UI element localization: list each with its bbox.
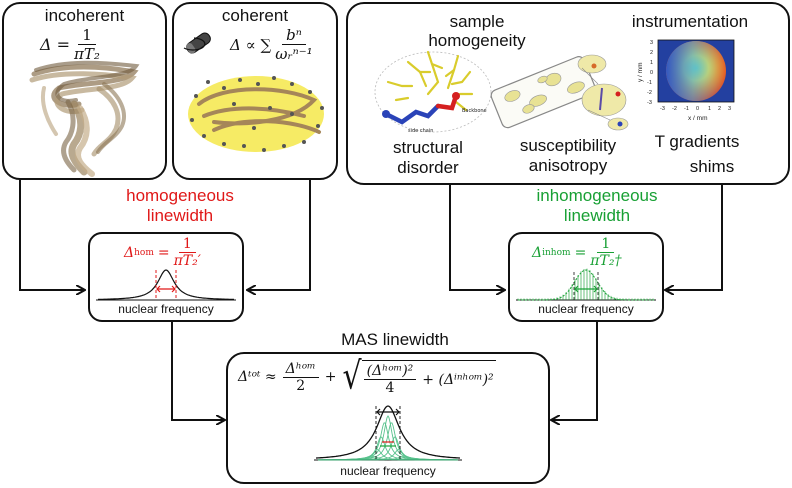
arrow-sample-to-inhom — [449, 185, 504, 290]
map-y-label: y / mm — [637, 63, 644, 83]
shims-label: shims — [689, 157, 735, 176]
mas-title: MAS linewidth — [341, 330, 449, 349]
incoherent-formula-lhs: Δ = — [40, 35, 71, 54]
inhomogeneous-stick-spectrum — [517, 268, 654, 300]
susceptibility-label-1: susceptibility — [519, 136, 617, 155]
mas-component-lines — [318, 415, 458, 461]
mas-sqrt-tail: + (Δⁱⁿʰᵒᵐ)² — [422, 371, 494, 388]
incoherent-panel: incoherent Δ = 1 πT₂ — [2, 2, 167, 180]
mas-tot-lhs: Δᵗᵒᵗ ≈ — [238, 369, 277, 385]
arrow-incoherent-to-hom — [19, 180, 84, 290]
mas-component-curve — [318, 415, 458, 461]
inhom-formula-sup: inhom — [542, 247, 571, 258]
arrow-hom-to-mas — [171, 322, 224, 420]
protein-dipolar-network-image — [188, 76, 324, 152]
inhomogeneous-lineshape-plot — [516, 268, 656, 301]
homogeneous-lorentzian-curve — [97, 269, 235, 300]
coherent-panel: coherent Δ ∝ ∑ bⁿ ωᵣⁿ⁻¹ — [172, 2, 338, 180]
inhomogeneous-label-2: linewidth — [563, 206, 631, 225]
inhom-axis-label: nuclear frequency — [538, 302, 634, 316]
map-tick-x5: 2 — [718, 106, 721, 112]
coherent-formula: Δ ∝ ∑ bⁿ ωᵣⁿ⁻¹ — [230, 26, 313, 63]
hom-formula-sup: hom — [134, 247, 154, 258]
sample-title-2: homogeneity — [428, 31, 526, 50]
mas-formula: Δᵗᵒᵗ ≈ Δʰᵒᵐ 2 + √ (Δʰᵒᵐ)² 4 + (Δⁱⁿʰᵒᵐ)² — [238, 354, 496, 399]
mas-sqrt-num: (Δʰᵒᵐ)² — [363, 363, 417, 380]
map-tick-y4: 1 — [650, 60, 653, 66]
t-gradients-label: T gradients — [654, 132, 740, 151]
coherent-formula-lhs: Δ ∝ ∑ — [230, 35, 272, 54]
mas-frac-num: Δʰᵒᵐ — [282, 361, 319, 378]
backbone-label: Backbone — [462, 108, 487, 114]
mas-sqrt-den: 4 — [385, 380, 395, 396]
field-map-image: y / mm x / mm -3 -2 -1 0 1 2 3 3 2 1 0 -… — [637, 39, 735, 122]
susceptibility-anisotropy-image — [490, 54, 629, 131]
sample-title-1: sample — [449, 12, 505, 31]
incoherent-formula-den: πT₂ — [74, 45, 100, 63]
arrow-instr-to-inhom — [666, 185, 723, 290]
mas-component-curve — [318, 422, 458, 461]
homogeneous-label-1: homogeneous — [126, 186, 234, 205]
map-tick-y3: 0 — [650, 70, 653, 76]
inhomogeneous-label-1: inhomogeneous — [536, 186, 658, 205]
inhomogeneity-sources-panel: sample homogeneity instrumentation side … — [346, 2, 790, 185]
mas-component-curve — [318, 449, 458, 461]
inhom-formula-lhs: Δ — [532, 244, 543, 261]
hom-axis-label: nuclear frequency — [118, 302, 214, 316]
map-tick-x6: 3 — [728, 106, 731, 112]
susceptibility-label-2: anisotropy — [528, 156, 608, 175]
map-tick-x2: -1 — [684, 106, 689, 112]
hom-formula-num: 1 — [178, 236, 196, 253]
map-tick-x4: 1 — [708, 106, 711, 112]
homogeneous-formula: Δ hom = 1 πT₂′ — [124, 236, 201, 269]
map-tick-y2: -1 — [647, 80, 652, 86]
coherent-formula-num: bⁿ — [282, 26, 306, 45]
instrumentation-title: instrumentation — [631, 12, 749, 31]
inhom-formula-den: πT₂† — [590, 253, 622, 269]
mas-plus: + — [324, 369, 337, 385]
mas-total-lineshape — [316, 405, 460, 459]
coherent-title: coherent — [221, 6, 289, 25]
structural-disorder-image: side chain Backbone — [374, 50, 492, 134]
inhom-formula-num: 1 — [597, 236, 615, 253]
structural-label-1: structural — [393, 138, 463, 157]
inhomogeneous-linewidth-box: Δ inhom = 1 πT₂† nuclear frequency — [508, 232, 664, 322]
mas-component-curve — [318, 456, 458, 461]
mas-frac-den: 2 — [296, 377, 306, 394]
mas-lineshape-plot — [314, 405, 462, 461]
homogeneous-lineshape-plot — [96, 269, 236, 301]
mas-axis-label: nuclear frequency — [340, 464, 436, 478]
map-tick-y6: 3 — [650, 40, 653, 46]
mas-linewidth-box: Δᵗᵒᵗ ≈ Δʰᵒᵐ 2 + √ (Δʰᵒᵐ)² 4 + (Δⁱⁿʰᵒᵐ)² … — [226, 352, 550, 484]
side-chain-label: side chain — [408, 128, 433, 134]
rotor-icon — [183, 32, 211, 54]
mas-component-curve — [318, 422, 458, 461]
arrow-coherent-to-hom — [248, 180, 311, 290]
homogeneous-linewidth-box: Δ hom = 1 πT₂′ nuclear frequency — [88, 232, 244, 322]
arrow-inhom-to-mas — [552, 322, 598, 420]
protein-ensemble-image — [29, 60, 140, 177]
coherent-formula-den: ωᵣⁿ⁻¹ — [275, 45, 313, 63]
homogeneous-label-2: linewidth — [146, 206, 214, 225]
map-tick-x0: -3 — [660, 106, 665, 112]
inhomogeneous-gaussian-envelope — [518, 269, 654, 301]
map-tick-x1: -2 — [672, 106, 677, 112]
map-tick-y5: 2 — [650, 50, 653, 56]
incoherent-formula-num: 1 — [78, 26, 96, 45]
incoherent-formula: Δ = 1 πT₂ — [40, 26, 100, 63]
map-tick-y0: -3 — [647, 100, 652, 106]
map-tick-y1: -2 — [647, 90, 652, 96]
map-x-label: x / mm — [688, 115, 708, 122]
map-tick-x3: 0 — [696, 106, 699, 112]
hom-formula-den: πT₂′ — [173, 253, 201, 269]
hom-formula-lhs: Δ — [124, 244, 135, 261]
inhomogeneous-formula: Δ inhom = 1 πT₂† — [532, 236, 622, 269]
incoherent-title: incoherent — [44, 6, 125, 25]
structural-label-2: disorder — [397, 158, 459, 177]
